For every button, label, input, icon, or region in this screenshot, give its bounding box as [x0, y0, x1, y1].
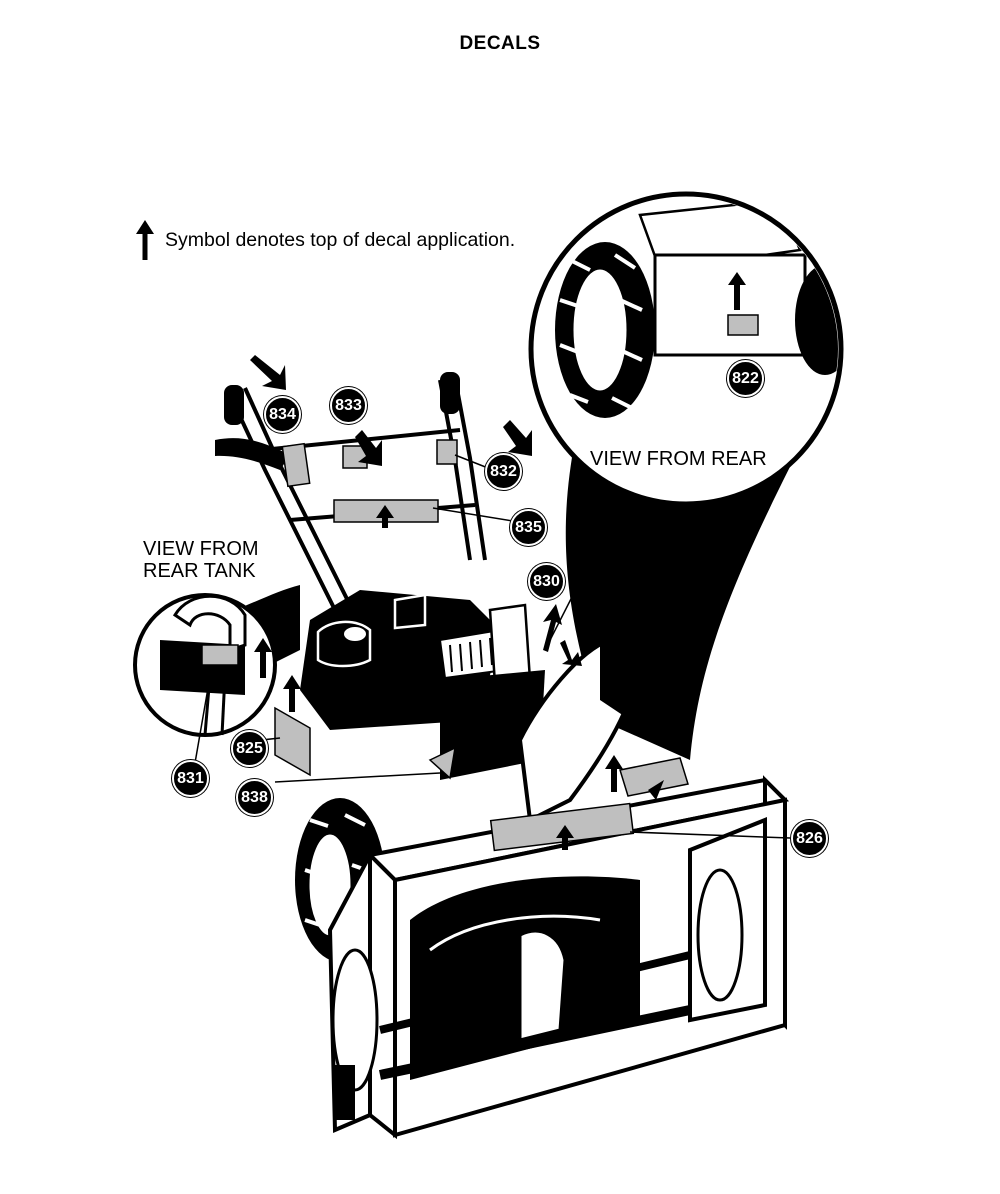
page-title: DECALS — [459, 33, 541, 54]
callout-835: 835 — [510, 509, 547, 546]
callout-834: 834 — [264, 396, 301, 433]
callout-822: 822 — [727, 360, 764, 397]
auger-housing — [327, 775, 790, 1140]
engine — [300, 590, 545, 780]
callout-832: 832 — [485, 453, 522, 490]
legend-text: Symbol denotes top of decal application. — [165, 228, 516, 251]
view-from-rear-label: VIEW FROM REAR — [590, 448, 767, 470]
up-arrow-icon — [136, 220, 154, 260]
legend: Symbol denotes top of decal application. — [135, 220, 515, 260]
rear-tank-circle — [133, 593, 277, 737]
view-from-rear-tank-label-line2: REAR TANK — [143, 560, 256, 582]
rear-view-circle — [528, 191, 844, 507]
callout-838: 838 — [236, 779, 273, 816]
callout-831: 831 — [172, 760, 209, 797]
callout-830: 830 — [528, 563, 565, 600]
callout-825: 825 — [231, 730, 268, 767]
discharge-chute — [517, 600, 645, 824]
callout-826: 826 — [791, 820, 828, 857]
callout-833: 833 — [330, 387, 367, 424]
view-from-rear-tank-label-line1: VIEW FROM — [143, 538, 259, 560]
